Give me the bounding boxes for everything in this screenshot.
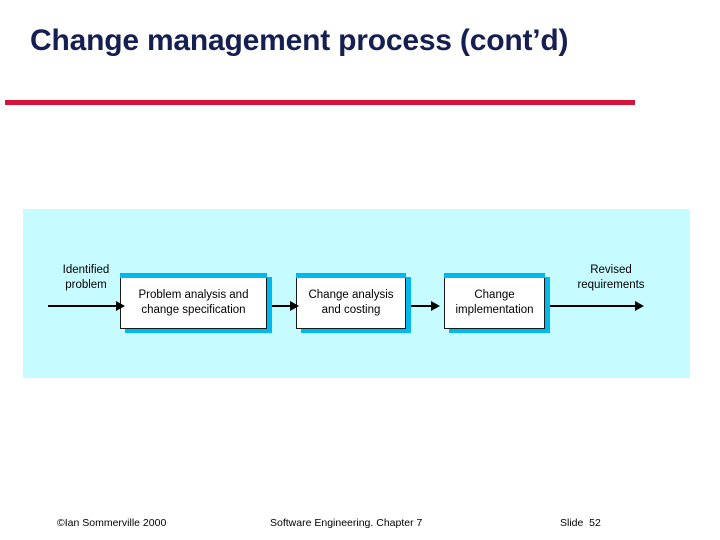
arrow-head-to-revised-requirements bbox=[635, 301, 644, 311]
edge-label-revised-requirements-line1: Revised bbox=[590, 264, 632, 276]
process-box-change-analysis-line2: and costing bbox=[321, 304, 381, 316]
arrow-to-revised-requirements bbox=[550, 305, 639, 307]
edge-label-identified-problem-line1: Identified bbox=[62, 264, 110, 276]
process-box-problem-analysis-line2: change specification bbox=[141, 304, 246, 316]
arrow-head-to-problem-analysis bbox=[116, 301, 125, 311]
arrow-to-change-analysis bbox=[272, 305, 294, 307]
page-title: Change management process (cont’d) bbox=[30, 24, 569, 57]
box-topedge-change-implementation bbox=[444, 273, 545, 278]
change-management-process-diagram: Identified problem Problem analysis and … bbox=[23, 209, 690, 378]
arrow-to-problem-analysis bbox=[48, 305, 120, 307]
edge-label-revised-requirements: Revised requirements bbox=[561, 263, 661, 293]
edge-label-identified-problem-line2: problem bbox=[65, 279, 107, 291]
footer-slide-number: Slide 52 bbox=[560, 517, 601, 529]
process-box-change-analysis[interactable]: Change analysis and costing bbox=[296, 277, 406, 329]
process-box-problem-analysis-line1: Problem analysis and bbox=[138, 289, 249, 301]
process-box-change-implementation-line2: implementation bbox=[455, 304, 534, 316]
arrow-to-change-implementation bbox=[411, 305, 435, 307]
box-topedge-change-analysis bbox=[296, 273, 406, 278]
process-box-problem-analysis[interactable]: Problem analysis and change specificatio… bbox=[120, 277, 267, 329]
process-box-change-analysis-line1: Change analysis bbox=[308, 289, 394, 301]
box-topedge-problem-analysis bbox=[120, 273, 267, 278]
process-box-change-implementation-line1: Change bbox=[474, 289, 515, 301]
footer-copyright: ©Ian Sommerville 2000 bbox=[57, 517, 167, 529]
process-box-change-implementation[interactable]: Change implementation bbox=[444, 277, 545, 329]
arrow-head-to-change-analysis bbox=[290, 301, 299, 311]
footer-course-label: Software Engineering. Chapter 7 bbox=[270, 517, 423, 529]
edge-label-identified-problem: Identified problem bbox=[47, 263, 125, 293]
title-divider-rule bbox=[5, 100, 635, 105]
arrow-head-to-change-implementation bbox=[431, 301, 440, 311]
edge-label-revised-requirements-line2: requirements bbox=[577, 279, 645, 291]
